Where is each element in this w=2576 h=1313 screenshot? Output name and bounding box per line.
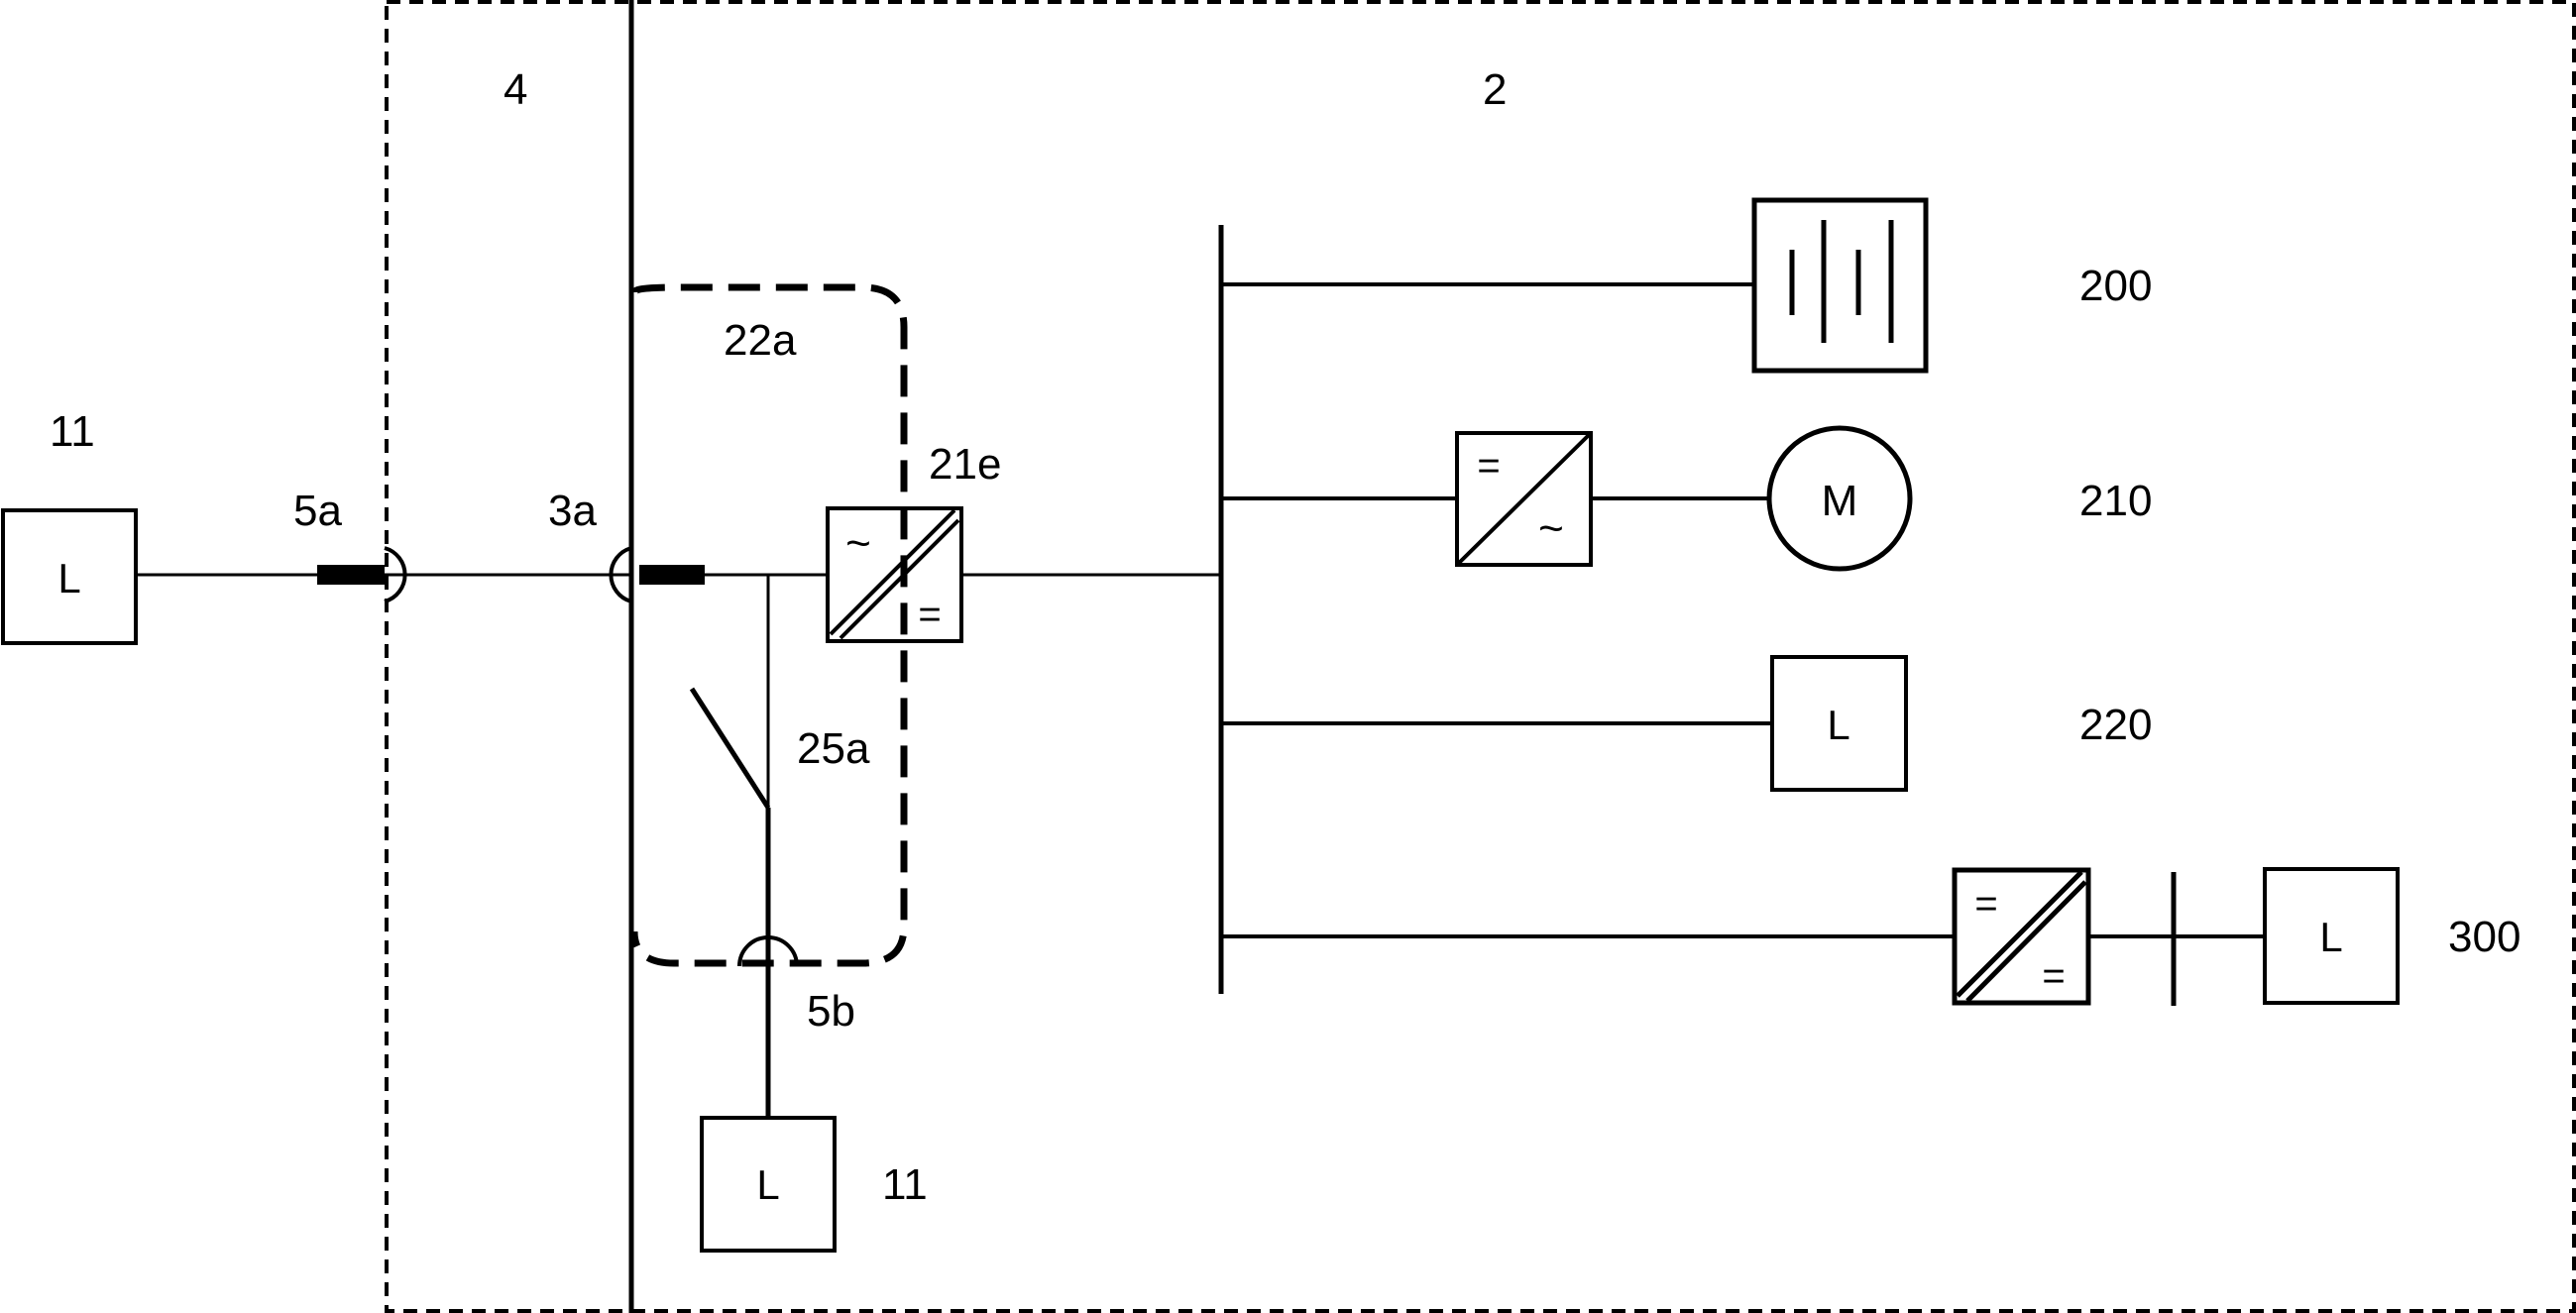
load-bottom-letter: L: [756, 1161, 779, 1208]
converter-21e-dc-sign: =: [918, 593, 941, 636]
load-left-letter: L: [57, 555, 80, 602]
load-300-box: [2263, 867, 2400, 1005]
load-300-label: 300: [2448, 913, 2520, 961]
coupling-5a-label: 5a: [293, 487, 342, 535]
converter-21e-ac-sign: ~: [845, 519, 871, 568]
converter-21e-label: 21e: [929, 440, 1001, 489]
dcdc-300-slash-2: [1965, 880, 2087, 1003]
battery-200-label: 200: [2079, 262, 2152, 310]
switch-25a-label: 25a: [797, 724, 870, 773]
load-box-left: [1, 508, 138, 645]
load-220-letter: L: [1827, 702, 1849, 748]
converter-21e-slash-2: [839, 518, 960, 640]
connector-3a: [639, 565, 705, 585]
battery-icon: [1789, 220, 1894, 343]
motor-210-circle: [1766, 425, 1913, 572]
motor-210-label: 210: [2079, 477, 2152, 525]
switch-25a-blade: [689, 687, 771, 810]
coupling-5b-arc: [737, 935, 799, 967]
coupling-3a-arc: [609, 546, 632, 603]
dcdc-300-dc-sign-in: =: [1974, 882, 1997, 926]
load-left-label: 11: [50, 407, 95, 456]
inverter-210-dc-sign: =: [1477, 444, 1500, 488]
zone-2-label: 2: [1483, 65, 1507, 114]
converter-21e-slash-1: [829, 508, 956, 636]
motor-210-letter: M: [1822, 477, 1858, 525]
region-22a-label: 22a: [724, 316, 797, 365]
load-box-bottom: [700, 1116, 837, 1253]
load-300-letter: L: [2319, 914, 2342, 960]
region-22a-boundary: [630, 283, 908, 967]
coupling-3a-label: 3a: [548, 487, 597, 535]
inverter-210-slash: [1455, 431, 1593, 567]
inverter-210-ac-sign: ~: [1538, 504, 1564, 553]
zone-4-label: 4: [504, 65, 527, 114]
load-bottom-label: 11: [882, 1160, 928, 1209]
load-220-box: [1770, 655, 1908, 792]
coupling-5b-label: 5b: [807, 987, 855, 1036]
battery-200-box: [1751, 197, 1929, 374]
connector-5a: [317, 565, 385, 585]
dcdc-300-slash-1: [1956, 870, 2083, 998]
dcdc-300-dc-sign-out: =: [2042, 954, 2065, 998]
outer-boundary: [385, 0, 2576, 1313]
load-220-label: 220: [2079, 701, 2152, 749]
